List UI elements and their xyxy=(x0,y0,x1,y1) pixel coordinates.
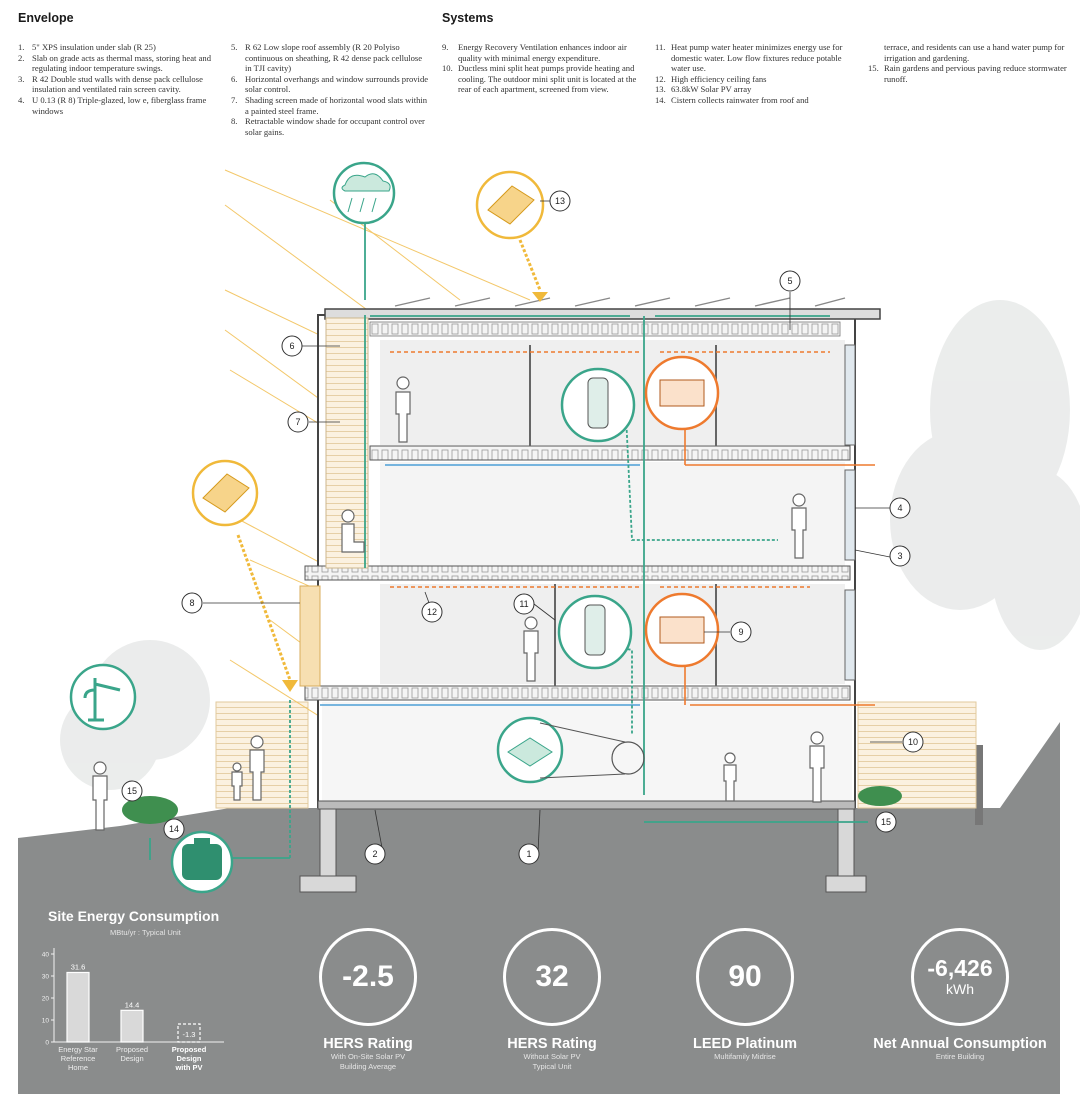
note-item: 15.Rain gardens and pervious paving redu… xyxy=(868,63,1067,84)
note-item: 12.High efficiency ceiling fans xyxy=(655,73,767,84)
category-label: with PV xyxy=(174,1063,202,1072)
category-label: Energy Star xyxy=(58,1045,98,1054)
y-tick-label: 40 xyxy=(42,952,50,959)
metric-hers-with-pv: -2.5 HERS Rating With On-Site Solar PV B… xyxy=(268,928,468,1072)
solar-gain-arrows xyxy=(236,239,542,681)
metric-ring: -6,426 kWh xyxy=(911,928,1009,1026)
rain-garden-plants xyxy=(122,786,902,824)
note-item: terrace, and residents can use a hand wa… xyxy=(884,42,1065,63)
note-item: 5.R 62 Low slope roof assembly (R 20 Pol… xyxy=(231,42,423,74)
water-heater-icon xyxy=(557,367,636,670)
metric-ring: 90 xyxy=(696,928,794,1026)
note-item: 6.Horizontal overhangs and window surrou… xyxy=(231,73,429,95)
category-label: Design xyxy=(176,1054,201,1063)
systems-heading: Systems xyxy=(442,11,494,25)
note-item: 7.Shading screen made of horizontal wood… xyxy=(231,94,428,116)
envelope-heading: Envelope xyxy=(18,11,74,25)
mini-split-unit-icon xyxy=(644,355,720,668)
site-energy-title: Site Energy Consumption xyxy=(48,908,220,924)
metric-value: 32 xyxy=(535,960,569,993)
systems-notes-col1: 9.Energy Recovery Ventilation enhances i… xyxy=(442,42,638,95)
solar-pv-array xyxy=(394,297,846,307)
rain-cloud-icon xyxy=(332,161,396,225)
erv-unit-icon xyxy=(496,716,645,784)
person-icon xyxy=(92,376,825,831)
category-label: Proposed xyxy=(172,1045,207,1054)
envelope-notes-col2: 5.R 62 Low slope roof assembly (R 20 Pol… xyxy=(231,42,429,137)
metric-label: Net Annual Consumption xyxy=(873,1036,1047,1052)
note-item: 13.63.8kW Solar PV array xyxy=(655,84,752,95)
bar-value-label: -1.3 xyxy=(183,1030,196,1039)
note-item: 4.U 0.13 (R 8) Triple-glazed, low e, fib… xyxy=(18,94,207,116)
metric-sub1: With On-Site Solar PV xyxy=(330,1052,406,1061)
bar-value-label: 31.6 xyxy=(71,962,86,971)
note-item: 9.Energy Recovery Ventilation enhances i… xyxy=(442,42,627,63)
bar xyxy=(177,1023,201,1043)
cistern-tank-icon xyxy=(170,830,234,894)
metric-sub2: Typical Unit xyxy=(532,1062,572,1071)
bar xyxy=(66,971,90,1043)
category-label: Reference xyxy=(61,1054,96,1063)
y-tick-label: 0 xyxy=(45,1040,49,1047)
note-item: 3.R 42 Double stud walls with dense pack… xyxy=(18,73,203,95)
systems-notes-col3: terrace, and residents can use a hand wa… xyxy=(868,42,1068,84)
metric-label: LEED Platinum xyxy=(693,1036,797,1052)
category-label: Design xyxy=(120,1054,143,1063)
y-tick-label: 10 xyxy=(42,1018,50,1025)
metric-ring: -2.5 xyxy=(319,928,417,1026)
hand-pump-icon xyxy=(69,663,137,731)
systems-notes-col2: 11.Heat pump water heater minimizes ener… xyxy=(655,42,855,106)
note-item: 14.Cistern collects rainwater from roof … xyxy=(655,94,809,105)
metric-unit: kWh xyxy=(946,981,974,997)
metric-sub1: Without Solar PV xyxy=(523,1052,581,1061)
metric-sub1: Entire Building xyxy=(935,1052,985,1061)
category-label: Proposed xyxy=(116,1045,148,1054)
metric-leed: 90 LEED Platinum Multifamily Midrise xyxy=(645,928,845,1062)
note-item: 8.Retractable window shade for occupant … xyxy=(231,116,425,137)
metric-value: -6,426 xyxy=(927,955,993,981)
metric-label: HERS Rating xyxy=(323,1036,413,1052)
envelope-notes-col1: 1.5" XPS insulation under slab (R 25) 2.… xyxy=(18,42,218,116)
bar-value-label: 14.4 xyxy=(125,1000,140,1009)
bar xyxy=(120,1009,144,1043)
solar-panel-icon xyxy=(191,170,545,527)
metric-sub2: Building Average xyxy=(339,1062,397,1071)
site-energy-subtitle: MBtu/yr : Typical Unit xyxy=(110,928,181,937)
category-label: Home xyxy=(68,1063,88,1072)
metric-net-consumption: -6,426 kWh Net Annual Consumption Entire… xyxy=(860,928,1060,1062)
y-tick-label: 30 xyxy=(42,974,50,981)
stats-panel: Site Energy Consumption MBtu/yr : Typica… xyxy=(18,896,1060,1094)
metric-hers-without-pv: 32 HERS Rating Without Solar PV Typical … xyxy=(452,928,652,1072)
metric-label: HERS Rating xyxy=(507,1036,597,1052)
note-item: 1.5" XPS insulation under slab (R 25) xyxy=(18,42,156,52)
metric-sub1: Multifamily Midrise xyxy=(714,1052,776,1061)
metric-value: 90 xyxy=(728,960,762,993)
note-item: 2.Slab on grade acts as thermal mass, st… xyxy=(18,52,211,74)
metric-ring: 32 xyxy=(503,928,601,1026)
y-tick-label: 20 xyxy=(42,996,50,1003)
note-item: 10.Ductless mini split heat pumps provid… xyxy=(442,63,637,95)
metric-value: -2.5 xyxy=(342,960,394,993)
note-item: 11.Heat pump water heater minimizes ener… xyxy=(655,42,843,74)
